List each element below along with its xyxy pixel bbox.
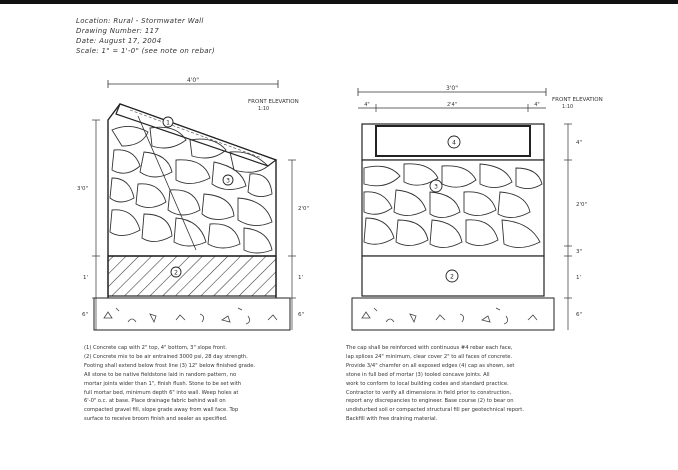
- left-view-title: FRONT ELEVATION: [248, 99, 299, 105]
- right-top-dim-label: 3'0": [446, 85, 458, 92]
- svg-text:4": 4": [534, 102, 539, 108]
- left-gravel-base: [93, 297, 291, 331]
- svg-text:3: 3: [434, 184, 438, 191]
- left-footing-hatched: [107, 255, 277, 297]
- svg-text:3: 3: [226, 178, 230, 185]
- header-location: Location: Rural - Stormwater Wall: [76, 17, 204, 25]
- left-tag-cap: [162, 116, 174, 128]
- note-line: stone in full bed of mortar (3) tooled c…: [346, 371, 490, 378]
- note-line: work to conform to local building codes …: [346, 380, 509, 387]
- right-gravel-base: [351, 297, 555, 331]
- note-line: mortar joints wider than 1", finish flus…: [84, 380, 242, 387]
- svg-text:3'0": 3'0": [77, 186, 88, 192]
- svg-text:4: 4: [452, 140, 456, 147]
- note-line: report any discrepancies to engineer. Ba…: [346, 398, 514, 405]
- notes-right-column: The cap shall be reinforced with continu…: [346, 344, 598, 466]
- header-drawing-number: Drawing Number: 117: [76, 27, 160, 35]
- svg-text:3": 3": [576, 249, 582, 255]
- note-line: Contractor to verify all dimensions in f…: [346, 389, 512, 396]
- svg-text:2: 2: [450, 274, 454, 281]
- note-line: (1) Concrete cap with 2" top, 4" bottom,…: [84, 345, 227, 351]
- left-tag-stone: [222, 174, 234, 186]
- note-line: Provide 3/4" chamfer on all exposed edge…: [346, 362, 515, 369]
- note-line: full mortar bed, minimum depth 6" into w…: [84, 389, 239, 396]
- svg-text:1': 1': [298, 275, 303, 281]
- note-line: (2) Concrete mix to be air entrained 300…: [84, 353, 248, 360]
- left-fieldstone-body: [109, 126, 273, 254]
- note-line: undisturbed soil or compacted structural…: [346, 407, 524, 414]
- note-line: Footing shall extend below frost line (3…: [84, 362, 256, 369]
- note-line: The cap shall be reinforced with continu…: [346, 345, 513, 351]
- top-rule: [0, 0, 678, 4]
- note-line: surface to receive broom finish and seal…: [84, 416, 228, 423]
- right-tag-cap: [447, 135, 461, 149]
- left-elevation: 4'0" FRONT ELEVATION 1:10: [77, 77, 309, 331]
- note-line: compacted gravel fill, slope grade away …: [84, 407, 239, 414]
- svg-text:6": 6": [298, 312, 304, 318]
- svg-text:2: 2: [174, 270, 178, 277]
- svg-text:2'4": 2'4": [447, 102, 457, 108]
- elevation-drawings: 4'0" FRONT ELEVATION 1:10: [77, 77, 603, 331]
- svg-text:1': 1': [576, 275, 581, 281]
- right-stone-body: [361, 159, 545, 257]
- svg-text:1: 1: [166, 120, 170, 127]
- left-view-scale: 1:10: [258, 106, 269, 112]
- svg-text:6": 6": [82, 312, 88, 318]
- svg-text:1': 1': [83, 275, 88, 281]
- drawing-header: Location: Rural - Stormwater Wall Drawin…: [76, 16, 356, 56]
- header-date: Date: August 17, 2004: [76, 37, 162, 45]
- note-line: 6'-0" o.c. at base. Place drainage fabri…: [84, 398, 226, 405]
- svg-text:4": 4": [576, 140, 582, 146]
- svg-text:4": 4": [364, 102, 369, 108]
- right-view-scale: 1:10: [562, 104, 573, 110]
- right-view-title: FRONT ELEVATION: [552, 97, 603, 103]
- notes-left-column: (1) Concrete cap with 2" top, 4" bottom,…: [84, 344, 336, 466]
- svg-text:2'0": 2'0": [298, 206, 309, 212]
- svg-text:6": 6": [576, 312, 582, 318]
- svg-text:2'0": 2'0": [576, 202, 587, 208]
- header-scale: Scale: 1" = 1'-0" (see note on rebar): [76, 47, 215, 55]
- note-line: All stone to be native fieldstone laid i…: [84, 371, 237, 378]
- note-line: Backfill with free draining material.: [346, 416, 438, 423]
- right-elevation: 3'0" 4" 2'4" 4" FRONT ELEVATION 1:10 4: [351, 85, 603, 331]
- left-tag-footing: [170, 266, 182, 278]
- right-tag-stone: [429, 179, 443, 193]
- note-line: lap splices 24" minimum, clear cover 2" …: [346, 353, 513, 360]
- left-top-dim-label: 4'0": [187, 77, 199, 84]
- right-tag-base: [445, 269, 459, 283]
